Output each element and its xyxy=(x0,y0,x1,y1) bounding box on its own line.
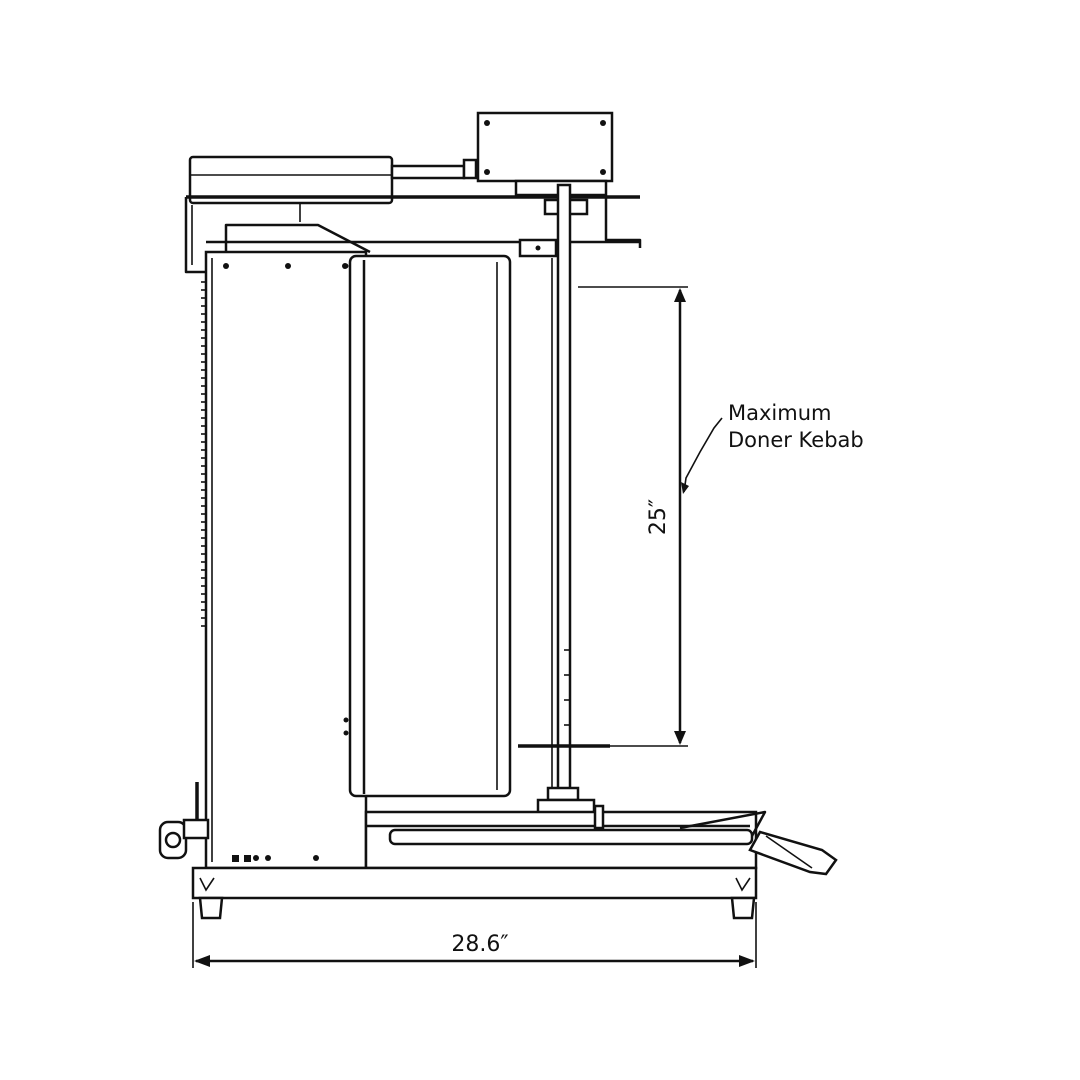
spit-skewer xyxy=(518,183,610,830)
rear-cabinet xyxy=(204,250,368,870)
gas-valve xyxy=(158,782,210,860)
height-dimension-label: 25″ xyxy=(646,498,671,536)
burner-panel xyxy=(343,254,512,798)
top-motor-housing xyxy=(188,155,478,205)
width-dimension-line xyxy=(192,902,757,968)
callout-leader xyxy=(681,417,723,494)
callout-label: Maximum Doner Kebab xyxy=(728,400,864,454)
drip-tray xyxy=(364,804,767,870)
width-dimension-label: 28.6″ xyxy=(451,932,509,957)
tray-handle xyxy=(748,830,838,876)
top-gearbox xyxy=(476,111,614,197)
callout-line-2: Doner Kebab xyxy=(728,428,864,452)
callout-line-1: Maximum xyxy=(728,401,832,425)
base-plate xyxy=(191,866,758,920)
cabinet-rear-ribs xyxy=(201,281,207,627)
height-dimension-line xyxy=(578,286,688,747)
